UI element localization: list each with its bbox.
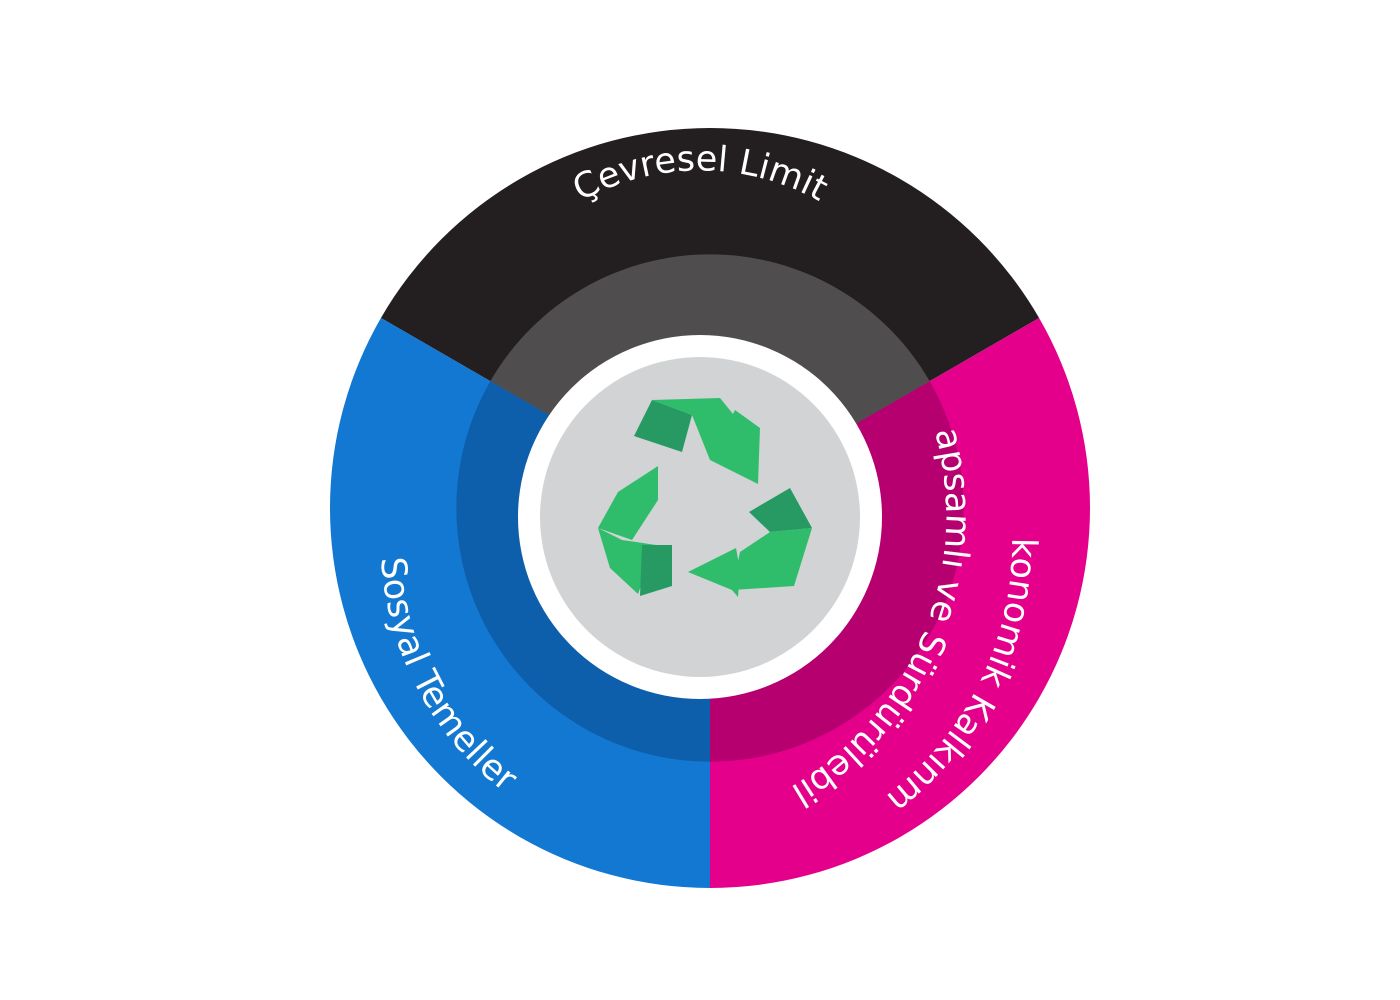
center-disc: [540, 357, 860, 677]
recycle-icon: [598, 398, 812, 597]
